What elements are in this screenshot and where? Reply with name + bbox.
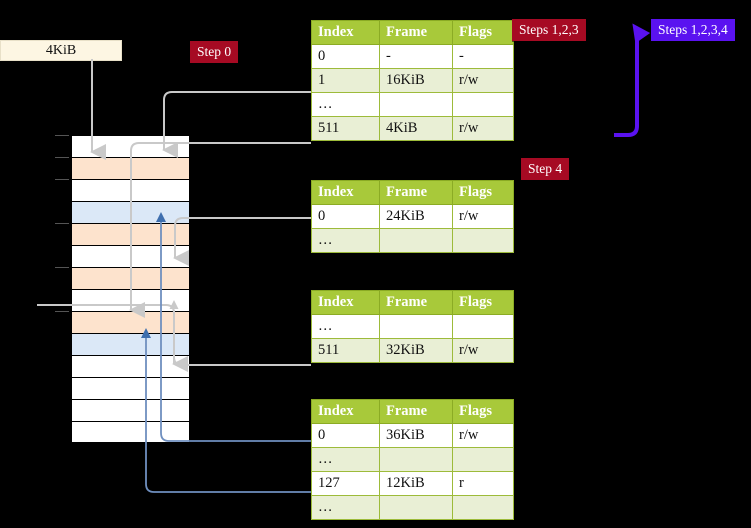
frame-boundary-tick bbox=[55, 311, 69, 312]
memory-frame-row bbox=[71, 135, 190, 157]
table-cell: 36KiB bbox=[379, 423, 453, 448]
column-header-flags: Flags bbox=[452, 180, 514, 205]
table-cell: 4KiB bbox=[379, 116, 453, 141]
column-header-index: Index bbox=[311, 290, 380, 315]
memory-frame-row bbox=[71, 201, 190, 223]
badge-steps-1234: Steps 1,2,3,4 bbox=[651, 19, 735, 41]
column-header-index: Index bbox=[311, 20, 380, 45]
frame-boundary-tick bbox=[55, 157, 69, 158]
table-cell: r/w bbox=[452, 423, 514, 448]
column-header-index: Index bbox=[311, 180, 380, 205]
column-header-flags: Flags bbox=[452, 399, 514, 424]
table-cell: r/w bbox=[452, 338, 514, 363]
table-cell: … bbox=[311, 447, 380, 472]
table-row: 0-- bbox=[311, 44, 514, 69]
table-cell: r/w bbox=[452, 116, 514, 141]
table-cell: 0 bbox=[311, 423, 380, 448]
table-cell: 16KiB bbox=[379, 68, 453, 93]
memory-frame-row bbox=[71, 355, 190, 377]
table-row: … bbox=[311, 495, 514, 520]
table-row: … bbox=[311, 314, 514, 339]
table-cell: 24KiB bbox=[379, 204, 453, 229]
column-header-flags: Flags bbox=[452, 290, 514, 315]
column-header-frame: Frame bbox=[379, 180, 453, 205]
memory-frame-row bbox=[71, 377, 190, 399]
table-cell: … bbox=[311, 314, 380, 339]
table-cell: 0 bbox=[311, 44, 380, 69]
table-cell: … bbox=[311, 228, 380, 253]
badge-steps-123: Steps 1,2,3 bbox=[512, 19, 586, 41]
table-cell: … bbox=[311, 92, 380, 117]
table-cell bbox=[452, 228, 514, 253]
table-cell: r/w bbox=[452, 204, 514, 229]
memory-frame-row bbox=[71, 333, 190, 355]
table-cell: - bbox=[452, 44, 514, 69]
memory-frame-row bbox=[71, 421, 190, 443]
table-cell: 127 bbox=[311, 471, 380, 496]
table-cell: 511 bbox=[311, 338, 380, 363]
column-header-frame: Frame bbox=[379, 399, 453, 424]
wire-steps-bracket bbox=[614, 23, 651, 137]
size-box: 4KiB bbox=[0, 40, 122, 61]
table-row: … bbox=[311, 228, 514, 253]
column-header-index: Index bbox=[311, 399, 380, 424]
table-cell bbox=[379, 495, 453, 520]
table-cell bbox=[452, 314, 514, 339]
badge-step-0: Step 0 bbox=[190, 41, 239, 63]
table-cell: r/w bbox=[452, 68, 514, 93]
memory-frame-row bbox=[71, 157, 190, 179]
memory-frame-row bbox=[71, 267, 190, 289]
column-header-flags: Flags bbox=[452, 20, 514, 45]
frame-boundary-tick bbox=[55, 135, 69, 136]
table-cell bbox=[379, 92, 453, 117]
table-row: … bbox=[311, 447, 514, 472]
memory-frame-row bbox=[71, 289, 190, 311]
table-cell: 32KiB bbox=[379, 338, 453, 363]
frame-boundary-tick bbox=[55, 267, 69, 268]
size-box-label: 4KiB bbox=[45, 42, 77, 58]
table-cell: 511 bbox=[311, 116, 380, 141]
wire-pdpt-row0 bbox=[173, 217, 311, 266]
memory-frame-row bbox=[71, 399, 190, 421]
table-cell: - bbox=[379, 44, 453, 69]
table-cell bbox=[452, 92, 514, 117]
badge-step-4: Step 4 bbox=[521, 158, 570, 180]
memory-frame-row bbox=[71, 223, 190, 245]
table-cell: 1 bbox=[311, 68, 380, 93]
memory-frame-row bbox=[71, 311, 190, 333]
table-cell bbox=[379, 447, 453, 472]
physical-memory-column bbox=[55, 135, 190, 443]
table-cell bbox=[379, 314, 453, 339]
table-cell: … bbox=[311, 495, 380, 520]
table-cell bbox=[452, 447, 514, 472]
table-cell: r bbox=[452, 471, 514, 496]
table-cell bbox=[452, 495, 514, 520]
column-header-frame: Frame bbox=[379, 290, 453, 315]
column-header-frame: Frame bbox=[379, 20, 453, 45]
memory-frame-row bbox=[71, 245, 190, 267]
frame-boundary-tick bbox=[55, 179, 69, 180]
table-cell: 12KiB bbox=[379, 471, 453, 496]
frame-boundary-tick bbox=[55, 223, 69, 224]
table-cell bbox=[379, 228, 453, 253]
memory-frame-row bbox=[71, 179, 190, 201]
table-row: … bbox=[311, 92, 514, 117]
table-cell: 0 bbox=[311, 204, 380, 229]
